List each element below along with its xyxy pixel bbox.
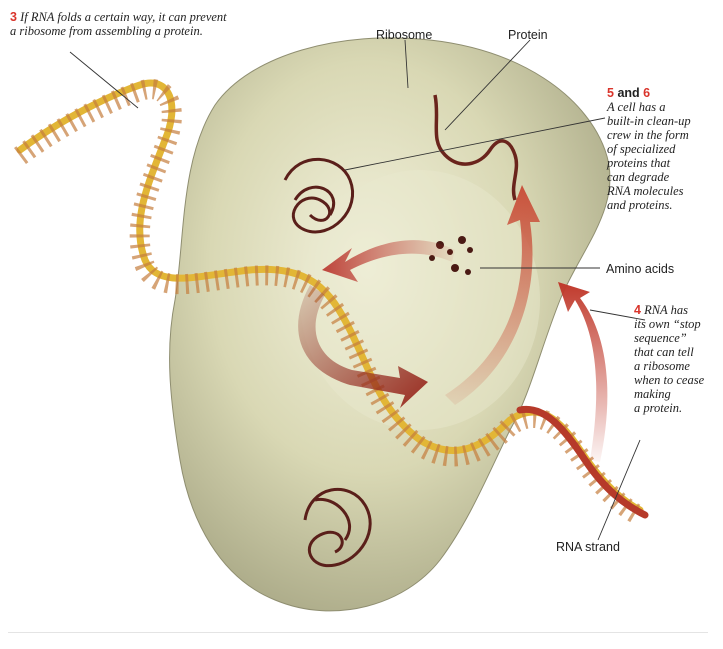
note-5-6-heading: 5 and 6: [607, 86, 691, 100]
amino-acids-label: Amino acids: [606, 262, 675, 276]
folded-protein-bottom: [303, 488, 372, 568]
protein-chain: [433, 94, 519, 201]
note-4-line: a ribosome: [634, 359, 690, 373]
note-5-6-line: A cell has a: [607, 100, 666, 114]
note-4-line: making: [634, 387, 671, 401]
note-5-number: 5: [607, 86, 614, 100]
note-5-6-line: built-in clean-up: [607, 114, 691, 128]
arrow-left-cleanup: [322, 240, 455, 282]
note-4-line: that can tell: [634, 345, 694, 359]
arrow-up-degrade: [445, 185, 540, 405]
note-5-6-line: can degrade: [607, 170, 670, 184]
note-3-text-1: If RNA folds a certain way, it can preve…: [20, 10, 227, 24]
note-5-6: 5 and 6 A cell has a built-in clean-up c…: [607, 86, 691, 212]
note-4-line: when to cease: [634, 373, 705, 387]
rna-strand-label: RNA strand: [556, 540, 620, 554]
arrow-stop-sequence: [558, 282, 608, 462]
note-3-line-1: 3 If RNA folds a certain way, it can pre…: [10, 10, 227, 24]
note-3-line-2: a ribosome from assembling a protein.: [10, 24, 203, 38]
folded-protein-top: [283, 157, 354, 234]
ribosome-label: Ribosome: [376, 28, 433, 42]
note-4-line: its own “stop: [634, 317, 701, 331]
protein-label: Protein: [508, 28, 548, 42]
arrow-curve-down: [298, 285, 428, 408]
bottom-divider: [8, 632, 708, 633]
leader-lines: [69, 39, 646, 541]
note-4-line: a protein.: [634, 401, 683, 415]
note-3: 3 If RNA folds a certain way, it can pre…: [10, 10, 227, 38]
note-3-number: 3: [10, 10, 17, 24]
note-4: 4 RNA has its own “stop sequence” that c…: [634, 303, 704, 415]
note-5-6-line: proteins that: [607, 156, 671, 170]
ribosome-body: [169, 37, 611, 612]
note-4-number: 4: [634, 303, 641, 317]
note-5-6-line: and proteins.: [607, 198, 673, 212]
note-5-6-and: and: [617, 86, 640, 100]
note-5-6-line: crew in the form: [607, 128, 689, 142]
rna-strand: [14, 79, 649, 525]
note-5-6-line: of specialized: [607, 142, 676, 156]
note-4-text-1: RNA has: [644, 303, 688, 317]
note-4-line-1: 4 RNA has: [634, 303, 704, 317]
note-6-number: 6: [643, 86, 651, 100]
note-5-6-line: RNA molecules: [607, 184, 684, 198]
note-4-line: sequence”: [634, 331, 687, 345]
